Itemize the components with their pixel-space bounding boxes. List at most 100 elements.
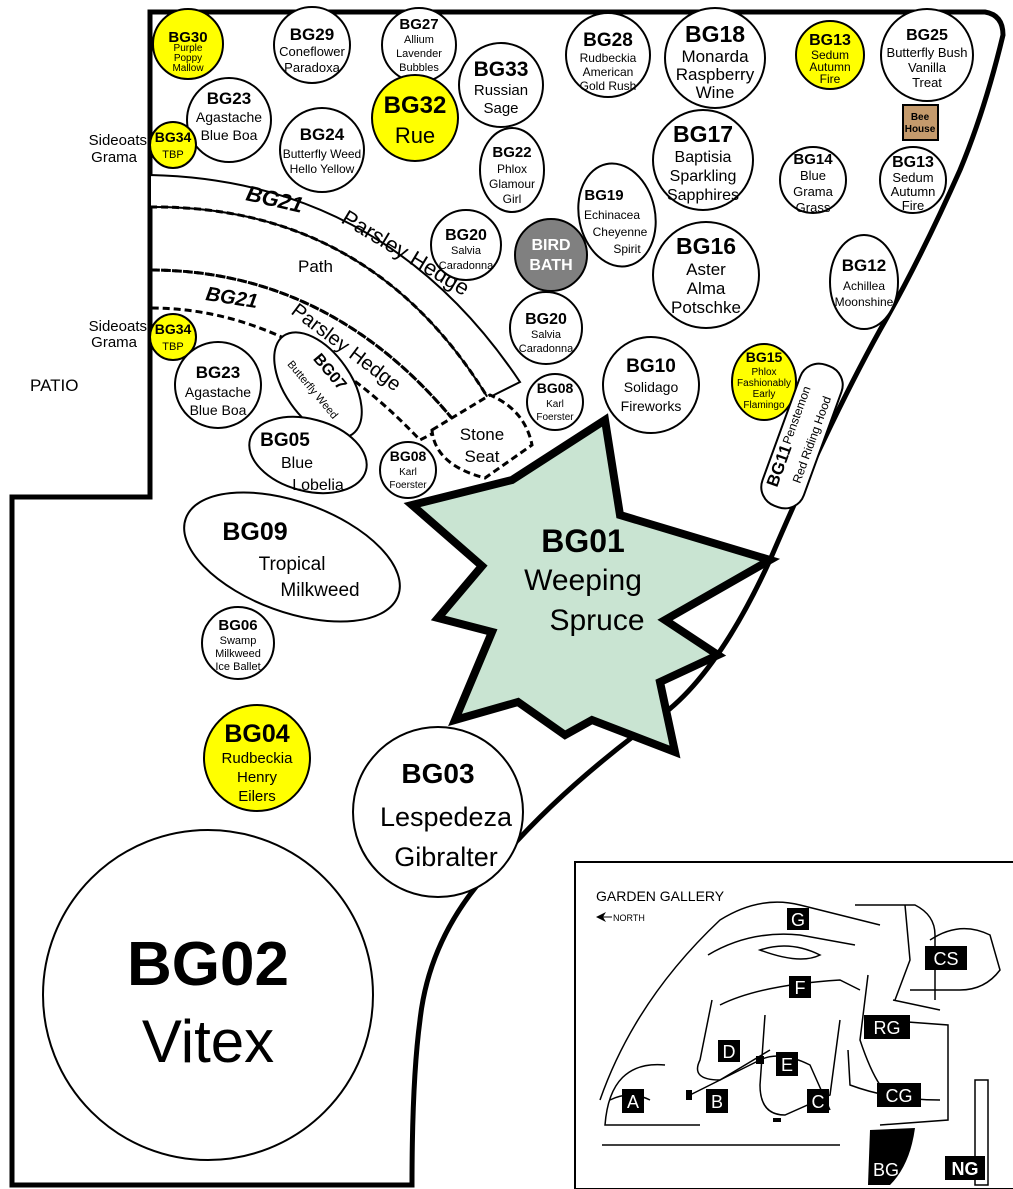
bed-code: BG20 [525,311,567,328]
bed-bg24[interactable]: BG24 Butterfly Weed Hello Yellow [279,107,365,193]
bed-bg08-upper[interactable]: BG08 Karl Foerster [526,373,584,431]
bed-code: BG23 [196,363,240,382]
svg-text:Salvia: Salvia [531,329,562,341]
bed-bg02[interactable]: BG02 Vitex [42,829,374,1161]
svg-text:Wine: Wine [696,83,735,102]
svg-text:Lespedeza: Lespedeza [380,802,513,832]
bed-bg20-lower[interactable]: BG20 Salvia Caradonna [509,291,583,365]
bed-bg15[interactable]: BG15 Phlox Fashionably Early Flamingo [731,343,797,421]
bed-bg14[interactable]: BG14 Blue Grama Grass [779,146,847,215]
svg-text:G: G [791,910,805,930]
svg-text:Echinacea: Echinacea [584,208,640,222]
inset-bg-area [868,1128,915,1185]
inset-area-rg[interactable]: RG [864,1015,910,1039]
bee-house[interactable]: Bee House [902,104,939,141]
svg-text:Rudbeckia: Rudbeckia [222,750,294,767]
svg-text:Henry: Henry [237,769,278,786]
bed-bg05[interactable]: BG05 Blue Lobelia [241,405,376,506]
svg-text:Grama: Grama [793,184,834,199]
bed-code: BG09 [222,518,287,546]
svg-text:Potschke: Potschke [671,298,741,317]
bed-bg03[interactable]: BG03 Lespedeza Gibralter [352,726,524,898]
bed-bg33[interactable]: BG33 Russian Sage [458,42,544,128]
svg-text:Autumn: Autumn [891,184,936,199]
svg-text:F: F [795,978,806,998]
svg-text:Weeping: Weeping [524,564,642,597]
svg-text:Cheyenne: Cheyenne [593,225,648,239]
svg-text:Butterfly Weed: Butterfly Weed [283,147,361,161]
inset-area-g[interactable]: G [787,908,809,930]
svg-text:RG: RG [874,1018,901,1038]
svg-text:Vanilla: Vanilla [908,60,947,75]
bed-bg16[interactable]: BG16 Aster Alma Potschke [652,221,760,329]
bed-code: BG03 [401,758,474,789]
bg01-star-shape [403,413,781,759]
inset-area-ng[interactable]: NG [945,1156,985,1180]
inset-area-a[interactable]: A [622,1089,644,1113]
bed-bg28[interactable]: BG28 Rudbeckia American Gold Rush [565,12,651,98]
sideoats-label-upper: Sideoats Grama [89,132,147,166]
svg-text:Karl: Karl [546,399,564,410]
svg-text:Bubbles: Bubbles [399,62,439,74]
inset-area-bg[interactable]: BG [873,1160,899,1180]
bed-bg29[interactable]: BG29 Coneflower Paradoxa [273,6,351,84]
svg-text:Fire: Fire [902,198,924,213]
svg-text:Ice Ballet: Ice Ballet [215,661,260,673]
inset-area-f[interactable]: F [789,976,811,998]
path-label: Path [298,257,333,276]
inset-area-cg[interactable]: CG [877,1083,921,1107]
bed-bg23-lower[interactable]: BG23 Agastache Blue Boa [174,341,262,429]
bed-bg34-upper[interactable]: BG34 TBP [149,121,197,169]
svg-text:Karl: Karl [399,467,417,478]
svg-text:Fire: Fire [820,72,841,86]
svg-text:E: E [781,1055,793,1075]
inset-area-b[interactable]: B [706,1089,728,1113]
svg-text:Blue: Blue [800,168,826,183]
bed-code: BG18 [685,21,745,47]
svg-text:Sedum: Sedum [892,170,933,185]
bed-code: BG13 [809,32,851,49]
bird-bath[interactable]: BIRD BATH [514,218,588,292]
bed-bg27[interactable]: BG27 Allium Lavender Bubbles [381,7,457,83]
bed-bg13-yellow[interactable]: BG13 Sedum Autumn Fire [795,20,865,90]
bed-bg12[interactable]: BG12 Achillea Moonshine [829,234,899,330]
svg-text:A: A [627,1092,639,1112]
svg-text:Gold Rush: Gold Rush [580,79,637,93]
bed-bg20-upper[interactable]: BG20 Salvia Caradonna [430,209,502,281]
bed-bg18[interactable]: BG18 Monarda Raspberry Wine [664,7,766,109]
bed-bg06[interactable]: BG06 Swamp Milkweed Ice Ballet [201,606,275,680]
bed-bg22[interactable]: BG22 Phlox Glamour Girl [479,127,545,213]
bed-code: BG10 [626,356,676,377]
svg-text:Sideoats: Sideoats [89,318,147,335]
bed-bg25[interactable]: BG25 Butterfly Bush Vanilla Treat [880,8,974,102]
inset-area-cs[interactable]: CS [925,946,967,970]
svg-text:Monarda: Monarda [681,47,749,66]
bed-bg09[interactable]: BG09 Tropical Milkweed [167,467,417,648]
svg-text:Tropical: Tropical [259,554,326,575]
bed-bg32[interactable]: BG32 Rue [371,74,459,162]
bed-bg04[interactable]: BG04 Rudbeckia Henry Eilers [203,704,311,812]
bed-bg13-white[interactable]: BG13 Sedum Autumn Fire [879,146,947,214]
svg-text:Bee: Bee [911,112,930,123]
svg-text:Vitex: Vitex [142,1008,274,1075]
svg-text:Phlox: Phlox [497,162,527,176]
bed-bg08-lower[interactable]: BG08 Karl Foerster [379,441,437,499]
bed-bg23-upper[interactable]: BG23 Agastache Blue Boa [186,77,272,163]
bed-bg10[interactable]: BG10 Solidago Fireworks [602,336,700,434]
inset-area-c[interactable]: C [807,1089,829,1113]
bed-bg34-lower[interactable]: BG34 TBP [149,313,197,361]
svg-text:NG: NG [952,1159,979,1179]
bed-bg19[interactable]: BG19 Echinacea Cheyenne Spirit [569,156,665,274]
inset-area-e[interactable]: E [776,1052,798,1076]
bed-bg17[interactable]: BG17 Baptisia Sparkling Sapphires [652,109,754,211]
bed-bg30[interactable]: BG30 Purple Poppy Mallow [152,8,224,80]
svg-text:Fashionably: Fashionably [737,378,791,389]
inset-area-d[interactable]: D [718,1040,740,1062]
bed-code: BG23 [207,89,251,108]
bed-code: BG30 [168,29,207,46]
bed-bg01[interactable]: BG01 Weeping Spruce [524,523,644,637]
svg-text:C: C [812,1092,825,1112]
svg-text:Grama: Grama [91,149,138,166]
bed-code: BG06 [218,617,257,634]
